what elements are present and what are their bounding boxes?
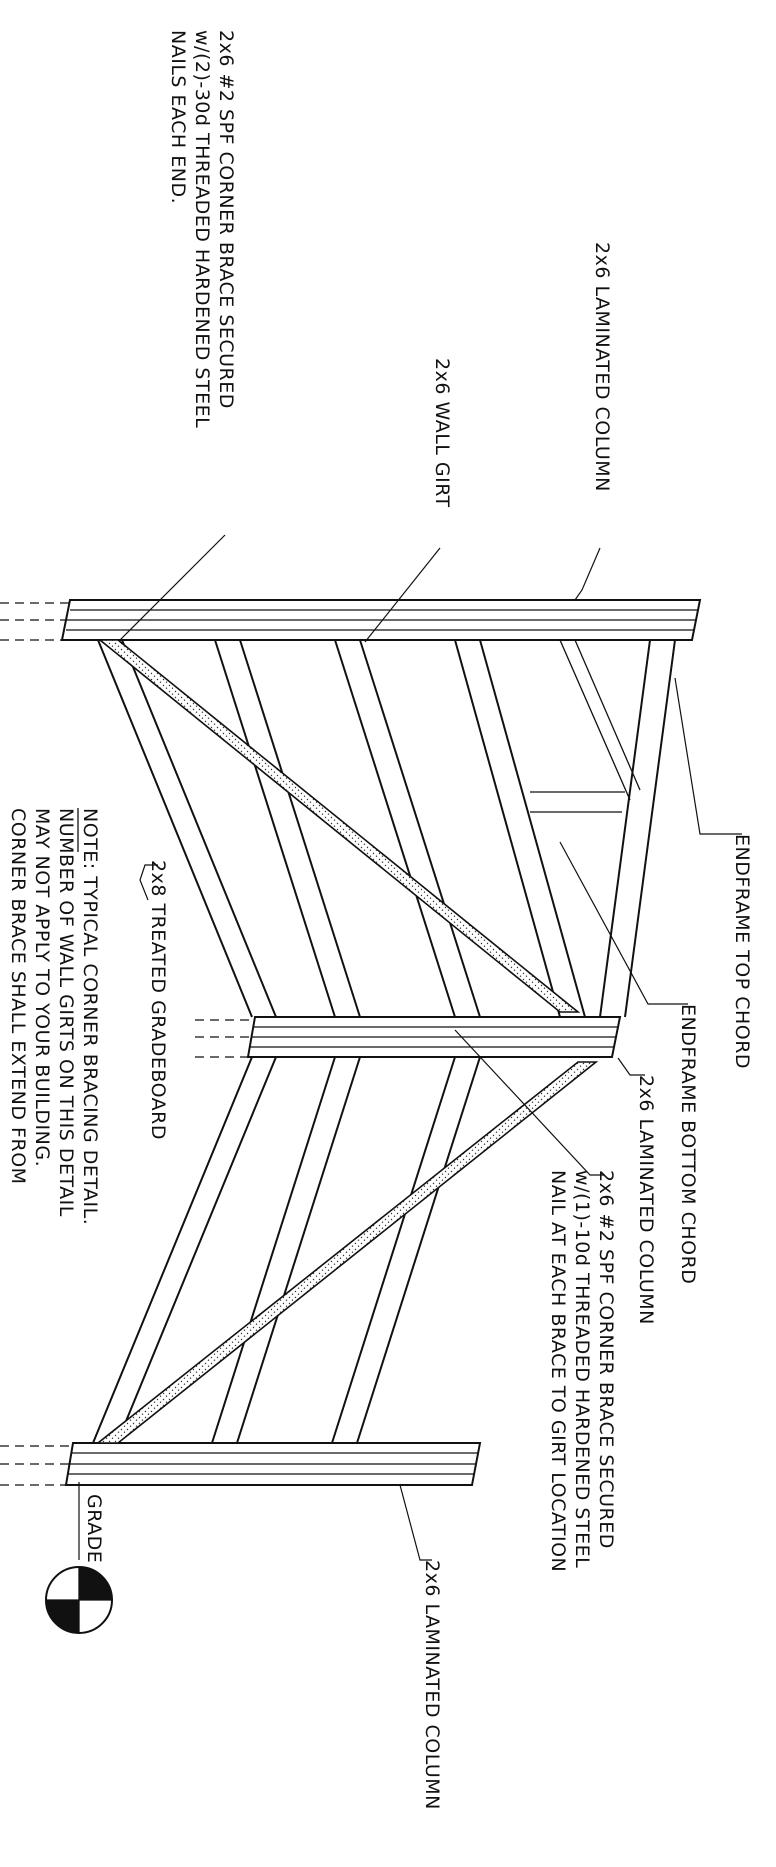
note-line3: MAY NOT APPLY TO YOUR BUILDING.: [31, 808, 53, 1167]
label-endframe-bottom-chord: ENDFRAME BOTTOM CHORD: [677, 1004, 699, 1284]
corner-brace-bottom-line3: NAIL AT EACH BRACE TO GIRT LOCATION: [547, 1170, 569, 1572]
corner-brace-bottom-line2: w/(1)-10d THREADED HARDENED STEEL: [571, 1170, 593, 1568]
label-corner-brace-bottom: 2x6 #2 SPF CORNER BRACE SECURED w/(1)-10…: [547, 1170, 617, 1572]
treated-gradeboard: [92, 639, 277, 1444]
label-endframe-top-chord: ENDFRAME TOP CHORD: [731, 834, 753, 1069]
corner-brace-lower: [95, 1061, 599, 1444]
label-laminated-column-top: 2x6 LAMINATED COLUMN: [591, 242, 613, 492]
endframe: [530, 639, 676, 1018]
corner-brace-top-line1: 2x6 #2 SPF CORNER BRACE SECURED: [215, 30, 237, 409]
note-line4: CORNER BRACE SHALL EXTEND FROM: [7, 808, 29, 1185]
label-grade: GRADE: [83, 1494, 105, 1563]
label-corner-brace-top: 2x6 #2 SPF CORNER BRACE SECURED w/(2)-30…: [167, 30, 237, 428]
note-line1: NOTE: TYPICAL CORNER BRACING DETAIL.: [79, 808, 101, 1225]
label-wall-girt: 2x6 WALL GIRT: [431, 358, 453, 508]
grade-datum-icon: [45, 1566, 113, 1634]
corner-brace-top-line3: NAILS EACH END.: [167, 30, 189, 204]
wall-girts: [211, 639, 586, 1444]
laminated-column-bottom: [0, 1442, 482, 1486]
laminated-column-middle: [195, 1016, 622, 1058]
label-laminated-column-bottom: 2x6 LAMINATED COLUMN: [421, 1560, 443, 1810]
leader-lines: [78, 534, 742, 1561]
corner-brace-upper: [97, 639, 581, 1013]
label-laminated-column-middle: 2x6 LAMINATED COLUMN: [635, 1075, 657, 1325]
note-line2: NUMBER OF WALL GIRTS ON THIS DETAIL: [55, 808, 77, 1217]
label-note: NOTE: TYPICAL CORNER BRACING DETAIL. NUM…: [7, 808, 101, 1225]
laminated-column-top: [0, 599, 702, 641]
corner-brace-bottom-line1: 2x6 #2 SPF CORNER BRACE SECURED: [595, 1170, 617, 1549]
corner-brace-top-line2: w/(2)-30d THREADED HARDENED STEEL: [191, 30, 213, 428]
label-treated-gradeboard: 2x8 TREATED GRADEBOARD: [147, 860, 169, 1140]
